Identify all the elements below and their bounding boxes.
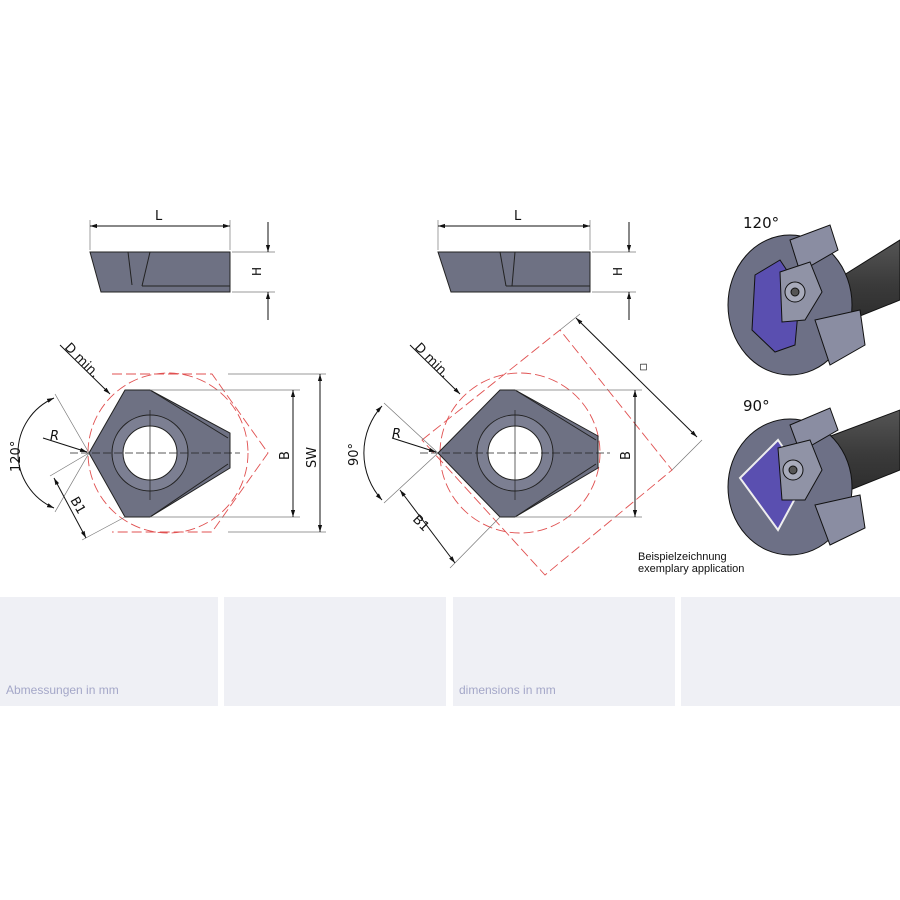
b1-label: B1 <box>67 495 89 517</box>
left-side-view: L H <box>89 209 275 320</box>
height-label: H <box>250 267 264 276</box>
b-label: B <box>619 451 634 460</box>
info-panel-1: Abmessungen in mm <box>0 597 218 706</box>
angle-label: 90° <box>347 443 362 466</box>
length-label: L <box>514 209 522 224</box>
info-panel-4 <box>681 597 900 706</box>
info-panel-2 <box>224 597 446 706</box>
middle-top-view: B ◇ D min. R 90° B1 <box>347 313 703 576</box>
radius-label: R <box>50 429 59 444</box>
application-120: 120° <box>727 214 900 376</box>
angle-label: 120° <box>9 441 24 472</box>
angle-90-label: 90° <box>743 397 770 415</box>
middle-side-view: L H <box>437 209 636 320</box>
technical-drawing: L H B SW D min. R 120° <box>9 209 900 576</box>
info-panel-3: dimensions in mm <box>453 597 675 706</box>
length-label: L <box>155 209 163 224</box>
caption-german: Beispielzeichnung <box>638 551 727 563</box>
dmin-label: D min. <box>61 340 102 381</box>
radius-label: R <box>392 427 401 442</box>
b-label: B <box>278 451 293 460</box>
dimensions-label-de: Abmessungen in mm <box>6 683 119 697</box>
dimensions-label-en: dimensions in mm <box>459 683 556 697</box>
sw-label: SW <box>305 447 320 468</box>
left-top-view: B SW D min. R 120° B1 <box>9 340 326 541</box>
height-label: H <box>611 267 625 276</box>
caption-english: exemplary application <box>638 563 745 575</box>
dmin-label: D min. <box>411 340 452 381</box>
square-symbol: ◇ <box>636 358 653 375</box>
application-90: 90° <box>727 397 900 556</box>
b1-label: B1 <box>409 512 432 535</box>
angle-120-label: 120° <box>743 214 779 232</box>
